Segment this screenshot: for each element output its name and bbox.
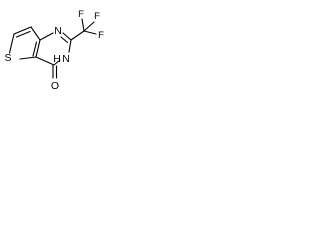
bond-c4a-s	[19, 56, 37, 60]
bond-cf3-f2	[83, 21, 95, 32]
atom-o: O	[51, 80, 59, 92]
atom-n1: N	[54, 25, 62, 37]
atom-s: S	[4, 52, 11, 64]
bond-c4-c4a	[35, 56, 55, 66]
trifluoromethyl-group	[70, 18, 97, 41]
atom-f2: F	[94, 11, 100, 22]
bond-c2-n3	[68, 39, 72, 53]
bond-c2-cf3	[70, 30, 85, 41]
bond-s-c7	[8, 33, 15, 54]
bond-cf3-f3	[83, 30, 97, 35]
bond-cf3-f1	[81, 18, 85, 32]
bond-n3-c4	[53, 59, 61, 66]
bond-c7a-c4a	[35, 39, 41, 58]
bond-c7-c6-double	[15, 30, 31, 38]
atom-n3: N	[62, 53, 70, 65]
pyrimidinone-ring	[35, 32, 72, 79]
bond-c7-c6	[13, 26, 32, 35]
atom-h3: H	[53, 53, 61, 65]
chemical-structure-diagram: S N N H F F F O	[4, 9, 104, 92]
atom-f1: F	[78, 9, 84, 20]
bond-n1-c2	[62, 32, 72, 41]
bond-c7a-c4a-double	[32, 41, 38, 57]
atom-f3: F	[98, 30, 104, 41]
thiophene-ring	[8, 26, 41, 60]
bond-c6-c7a	[30, 26, 41, 41]
bond-n1-c2-double	[60, 36, 69, 44]
bond-c7a-n1	[39, 32, 54, 41]
